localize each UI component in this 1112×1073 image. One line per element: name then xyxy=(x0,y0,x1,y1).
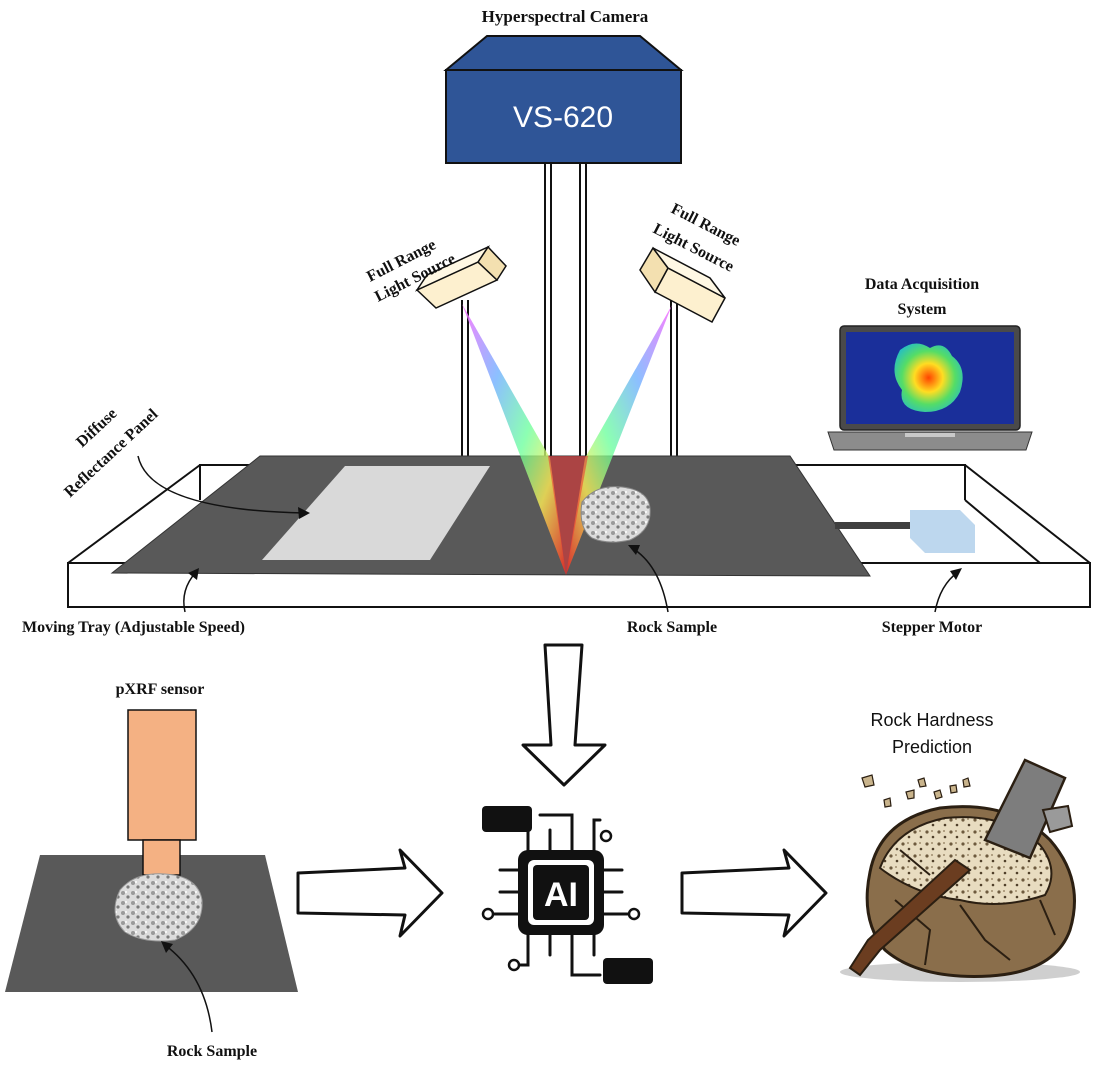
data-acquisition-laptop xyxy=(827,325,1033,451)
rock-sample-top-label: Rock Sample xyxy=(627,619,717,636)
light-source-left xyxy=(414,245,507,458)
callout-arrows-top xyxy=(137,455,962,613)
ai-chip-icon: AI xyxy=(481,806,653,984)
prediction-label-2: Prediction xyxy=(892,737,972,757)
stepper-motor xyxy=(835,510,975,553)
hyperspectral-camera: VS-620 xyxy=(443,35,684,164)
ai-chip-label: AI xyxy=(544,876,578,914)
stepper-motor-label: Stepper Motor xyxy=(882,619,983,636)
rock-sample-bottom xyxy=(114,873,203,942)
rock-hardness-illustration xyxy=(840,758,1080,982)
down-arrow xyxy=(521,643,607,787)
callout-arrow-bottom xyxy=(161,941,213,1033)
pxrf-label: pXRF sensor xyxy=(116,681,205,698)
prediction-label-1: Rock Hardness xyxy=(870,710,993,730)
camera-model: VS-620 xyxy=(513,101,613,134)
rock-sample-bottom-label: Rock Sample xyxy=(167,1043,257,1060)
beam-focus xyxy=(548,456,588,575)
arrow-to-ai xyxy=(296,848,444,938)
arrow-to-prediction xyxy=(680,848,828,938)
light-source-right xyxy=(639,246,727,458)
daq-label-2: System xyxy=(898,301,948,318)
light-beam-left xyxy=(462,304,566,575)
camera-label: Hyperspectral Camera xyxy=(482,7,649,26)
camera-support-rods xyxy=(544,163,587,460)
diffuse-reflectance-panel xyxy=(262,466,490,560)
moving-tray-label: Moving Tray (Adjustable Speed) xyxy=(22,619,245,636)
daq-label-1: Data Acquisition xyxy=(865,276,979,293)
pxrf-sensor xyxy=(127,709,197,876)
rock-sample-top xyxy=(580,486,651,543)
